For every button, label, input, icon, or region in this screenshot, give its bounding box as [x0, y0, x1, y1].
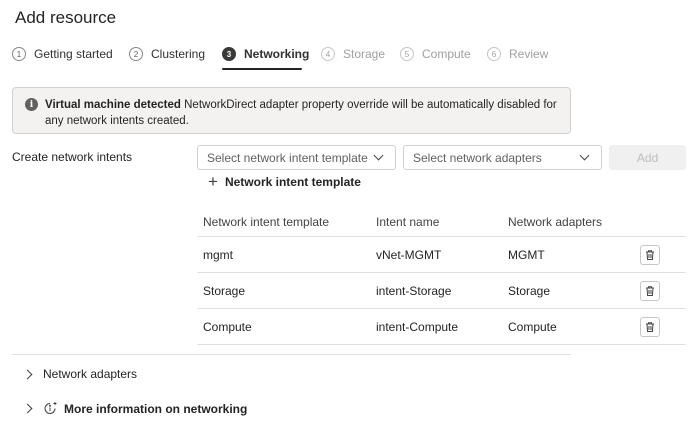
step-label: Compute [422, 47, 471, 61]
network-adapters-placeholder: Select network adapters [413, 150, 542, 165]
header-intent-name: Intent name [376, 214, 440, 229]
step-clustering[interactable]: 2 Clustering [129, 45, 205, 63]
more-info-expander[interactable]: More information on networking [22, 401, 248, 416]
step-number: 3 [222, 47, 236, 61]
cell-adapters: MGMT [508, 247, 545, 262]
info-message: NetworkDirect adapter property override … [45, 99, 557, 127]
more-info-label: More information on networking [64, 401, 248, 416]
step-label: Clustering [151, 47, 206, 61]
cell-intent-name: intent-Storage [376, 283, 452, 298]
cell-intent-name: vNet-MGMT [376, 247, 442, 262]
chevron-down-icon [579, 150, 590, 161]
step-review: 6 Review [487, 45, 548, 63]
chevron-right-icon [22, 403, 33, 414]
cell-template: Storage [203, 283, 246, 298]
info-sparkle-icon [44, 402, 57, 414]
step-number: 4 [321, 47, 335, 61]
chevron-right-icon [22, 369, 33, 379]
cell-adapters: Storage [508, 283, 551, 298]
network-adapters-section-label: Network adapters [43, 367, 138, 381]
step-compute: 5 Compute [400, 45, 471, 63]
add-intent-template-label: Network intent template [224, 175, 361, 189]
add-intent-template-button[interactable]: + Network intent template [208, 172, 361, 191]
step-number: 1 [12, 47, 26, 61]
trash-icon [646, 321, 654, 332]
intents-table: Network intent template Intent name Netw… [197, 207, 686, 345]
table-row: Compute intent-Compute Compute [197, 309, 686, 345]
step-networking[interactable]: 3 Networking [222, 45, 309, 63]
step-label: Getting started [34, 47, 113, 61]
step-label: Networking [244, 47, 310, 61]
add-button[interactable]: Add [609, 145, 686, 170]
step-number: 2 [129, 47, 143, 61]
step-number: 5 [400, 47, 414, 61]
intent-template-placeholder: Select network intent template [207, 150, 368, 165]
delete-row-button[interactable] [640, 316, 660, 337]
active-step-indicator [222, 68, 302, 70]
step-label: Storage [343, 47, 386, 61]
chevron-down-icon [373, 150, 384, 161]
table-header: Network intent template Intent name Netw… [197, 207, 686, 237]
plus-icon: + [208, 172, 218, 191]
intent-template-dropdown[interactable]: Select network intent template [197, 145, 396, 170]
info-icon: i [25, 98, 38, 111]
page-title: Add resource [15, 8, 117, 27]
table-row: mgmt vNet-MGMT MGMT [197, 237, 686, 273]
network-adapters-dropdown[interactable]: Select network adapters [403, 145, 602, 170]
table-row: Storage intent-Storage Storage [197, 273, 686, 309]
create-intents-label: Create network intents [12, 150, 133, 164]
network-adapters-expander[interactable]: Network adapters [22, 367, 138, 381]
step-number: 6 [487, 47, 501, 61]
trash-icon [646, 249, 654, 260]
cell-intent-name: intent-Compute [376, 319, 459, 334]
header-adapters: Network adapters [508, 214, 603, 229]
trash-icon [646, 285, 654, 296]
step-label: Review [509, 47, 549, 61]
cell-template: Compute [203, 319, 252, 334]
delete-row-button[interactable] [640, 244, 660, 265]
step-storage: 4 Storage [321, 45, 385, 63]
header-template: Network intent template [203, 214, 330, 229]
info-heading: Virtual machine detected [45, 99, 181, 111]
section-divider [12, 354, 571, 355]
cell-template: mgmt [203, 247, 233, 262]
step-getting-started[interactable]: 1 Getting started [12, 45, 113, 63]
cell-adapters: Compute [508, 319, 557, 334]
delete-row-button[interactable] [640, 280, 660, 301]
info-message-bar: i Virtual machine detected NetworkDirect… [12, 87, 571, 134]
